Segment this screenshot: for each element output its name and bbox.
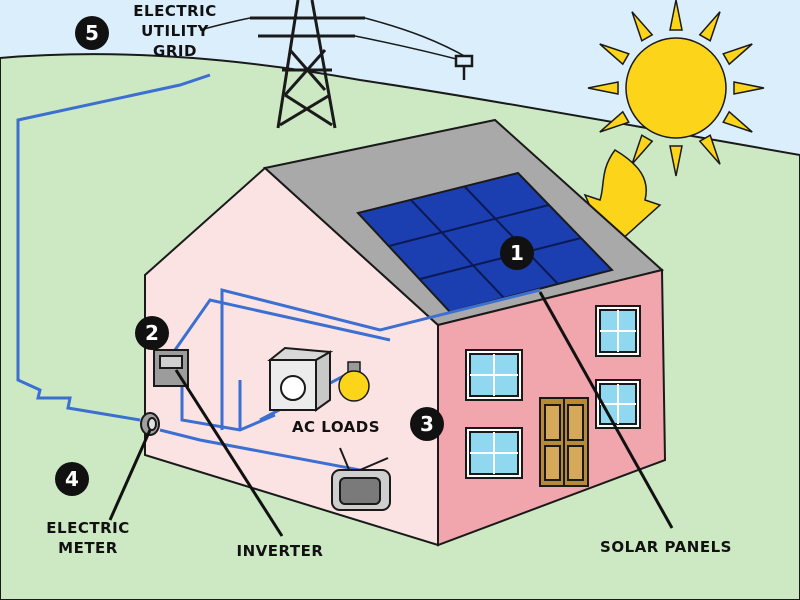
window: [465, 349, 523, 401]
grid-connection-wire: [16, 73, 211, 422]
label-inverter: INVERTER: [237, 542, 324, 560]
sun-icon: [587, 0, 765, 177]
marker-3: 3: [410, 407, 444, 441]
label-meter-line1: ELECTRIC: [46, 519, 129, 537]
label-grid-line2: UTILITY: [141, 22, 209, 40]
power-tower-icon: [250, 0, 365, 129]
window: [595, 305, 641, 357]
television-icon: [331, 447, 391, 511]
svg-text:5: 5: [85, 21, 99, 45]
leader-lines: [108, 291, 674, 537]
svg-text:1: 1: [510, 241, 524, 265]
svg-text:2: 2: [145, 321, 159, 345]
marker-5: 5: [75, 16, 109, 50]
label-ac-loads: AC LOADS: [292, 418, 380, 436]
window: [465, 427, 523, 479]
inverter-icon: [153, 349, 189, 387]
electric-meter-icon: [140, 412, 160, 436]
marker-4: 4: [55, 462, 89, 496]
label-grid-line1: ELECTRIC: [133, 2, 216, 20]
label-grid-line3: GRID: [153, 42, 197, 60]
light-bulb-icon: [338, 361, 370, 402]
washing-machine-icon: [267, 346, 334, 412]
house-wiring: [159, 288, 541, 480]
svg-text:3: 3: [420, 412, 434, 436]
solar-panel-array: [356, 171, 614, 314]
marker-1: 1: [500, 236, 534, 270]
label-solar-panels: SOLAR PANELS: [600, 538, 732, 556]
utility-pole-icon: [454, 54, 474, 80]
front-door: [539, 397, 589, 487]
window: [595, 379, 641, 429]
svg-text:4: 4: [65, 467, 79, 491]
label-meter-line2: METER: [58, 539, 118, 557]
marker-2: 2: [135, 316, 169, 350]
